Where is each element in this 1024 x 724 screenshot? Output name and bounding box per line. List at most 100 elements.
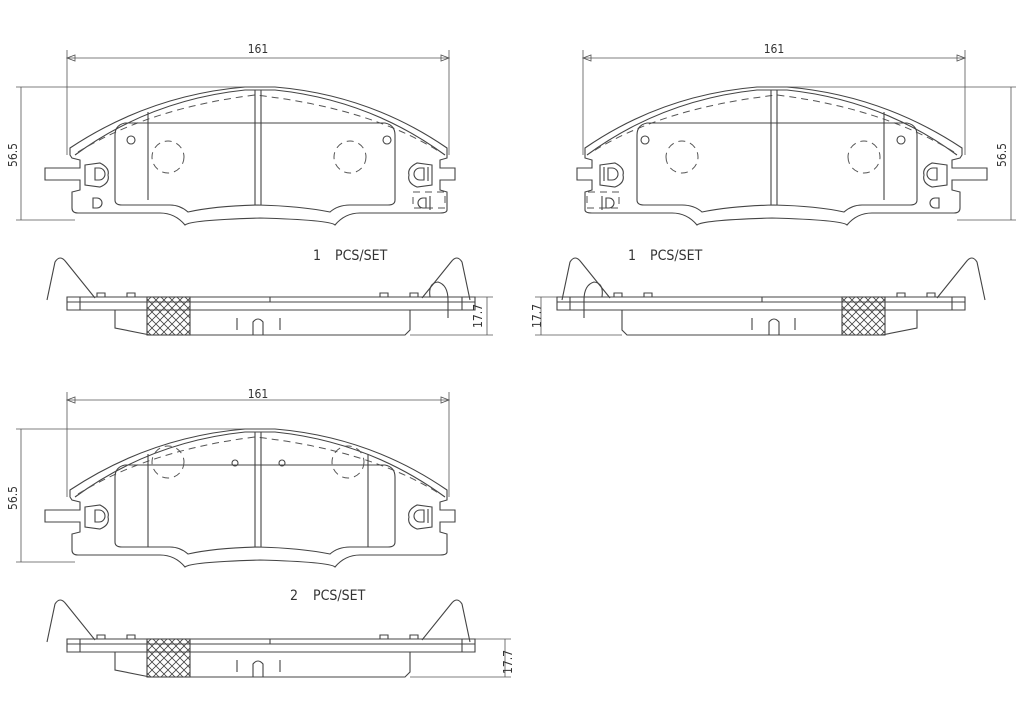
dimension-arrow: [65, 396, 451, 404]
clip-ear: [408, 162, 433, 188]
center-slot: [254, 90, 262, 205]
friction-layer: [621, 310, 918, 336]
hidden-circle: [333, 140, 367, 174]
abutment-clip-left: [936, 257, 986, 301]
pad-outline: [44, 86, 456, 226]
shim-hatched-section: [146, 638, 191, 678]
pad-drawing-2: [535, 50, 1016, 336]
clip-ear: [84, 162, 109, 188]
hidden-circle: [665, 140, 699, 174]
clip-ear: [84, 504, 109, 530]
slot-lines: [751, 318, 796, 335]
clip-ear: [408, 504, 433, 530]
backing-plate-edge: [74, 431, 446, 498]
pad-outline: [44, 428, 456, 568]
small-hole: [231, 459, 239, 467]
d-hole: [413, 509, 429, 523]
height-dimension-line: [782, 86, 1016, 221]
hidden-circle: [151, 140, 185, 174]
height-dimension-label: 56.5: [995, 143, 1009, 167]
thickness-dimension-label: 17.7: [530, 304, 544, 328]
dimension-arrow: [581, 54, 967, 62]
side-view: [535, 257, 986, 336]
quantity-number: 1: [628, 248, 636, 264]
shim-hatched-section: [841, 296, 886, 336]
chamfer-line: [147, 454, 369, 547]
abutment-clip-right: [421, 257, 471, 301]
abutment-clip-right: [421, 599, 471, 643]
d-hole: [603, 167, 619, 181]
wear-indicator: [583, 281, 603, 318]
center-bump: [245, 297, 271, 303]
backing-plate: [66, 296, 476, 311]
width-dimension-line: [582, 50, 966, 155]
small-hole: [896, 135, 906, 145]
backing-plate-edge: [74, 89, 446, 156]
center-slot: [770, 90, 778, 205]
thickness-dimension-line: [535, 296, 622, 336]
hidden-circle: [331, 445, 365, 479]
side-view: [46, 257, 493, 336]
d-hole: [94, 167, 106, 181]
abutment-clip-left: [46, 599, 96, 643]
backing-plate-edge: [586, 89, 958, 156]
center-bump: [761, 297, 787, 303]
width-dimension-line: [66, 392, 450, 497]
d-hole: [926, 167, 938, 181]
pins: [613, 292, 936, 297]
thickness-dimension-label: 17.7: [501, 650, 515, 674]
clip-ear: [599, 162, 624, 188]
abutment-clip-left: [46, 257, 96, 301]
small-hole: [382, 135, 392, 145]
pad-drawing-1: [16, 50, 493, 336]
pins: [96, 634, 419, 639]
height-dimension-line: [16, 428, 250, 563]
backing-plate: [66, 638, 476, 653]
clip-hidden-outline: [412, 191, 446, 209]
width-dimension-label: 161: [764, 42, 785, 56]
shim-hatched-section: [146, 296, 191, 336]
dimension-arrow: [65, 54, 451, 62]
slot-lines: [236, 660, 281, 677]
width-dimension-line: [66, 50, 450, 155]
quantity-unit: PCS/SET: [335, 248, 388, 264]
friction-pad: [114, 122, 396, 213]
width-dimension-label: 161: [248, 387, 269, 401]
center-bump: [245, 639, 271, 645]
d-hole: [929, 197, 940, 209]
d-hole: [413, 167, 429, 181]
labels: 161 56.5 1 PCS/SET 17.7 161 56.5 1 PCS/S…: [6, 42, 1009, 674]
small-hole: [278, 459, 286, 467]
d-hole: [417, 196, 431, 210]
width-dimension-label: 161: [248, 42, 269, 56]
d-hole: [92, 197, 103, 209]
pins: [96, 292, 419, 297]
pad-outline: [576, 86, 988, 226]
quantity-number: 2: [290, 588, 298, 604]
small-hole: [640, 135, 650, 145]
thickness-dimension-line: [410, 638, 511, 678]
height-dimension-label: 56.5: [6, 486, 20, 510]
small-hole: [126, 135, 136, 145]
d-hole: [94, 509, 106, 523]
center-slot: [254, 432, 262, 547]
side-view: [46, 599, 511, 678]
hidden-circle: [847, 140, 881, 174]
friction-layer: [114, 652, 411, 678]
backing-plate: [556, 296, 966, 311]
hidden-circle: [151, 445, 185, 479]
quantity-unit: PCS/SET: [313, 588, 366, 604]
d-hole: [601, 196, 615, 210]
friction-pad: [114, 464, 396, 555]
pad-drawing-3: [16, 392, 511, 678]
thickness-dimension-label: 17.7: [471, 304, 485, 328]
quantity-unit: PCS/SET: [650, 248, 703, 264]
wear-indicator: [429, 281, 449, 318]
friction-pad: [636, 122, 918, 213]
quantity-number: 1: [313, 248, 321, 264]
height-dimension-line: [16, 86, 250, 221]
slot-lines: [236, 318, 281, 335]
abutment-clip-right: [561, 257, 611, 301]
clip-hidden-outline: [586, 191, 620, 209]
